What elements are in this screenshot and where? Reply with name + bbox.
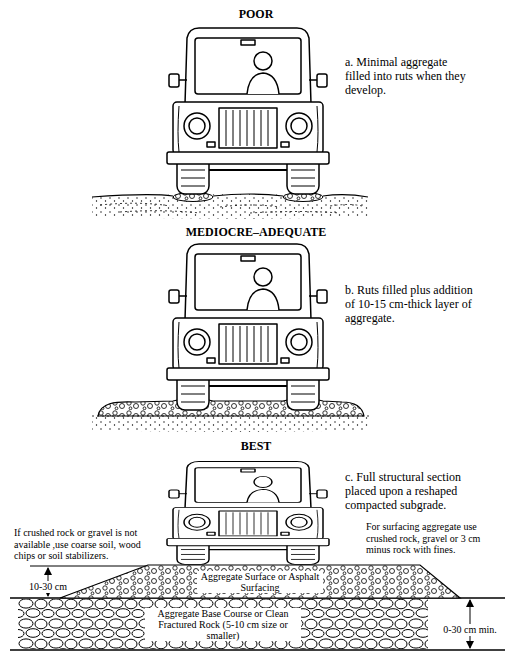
mediocre-road [92, 398, 370, 432]
label-slot: BEST [156, 436, 356, 454]
side-note: For surfacing aggregate use crushed rock… [366, 521, 506, 556]
layer-shape [18, 599, 428, 649]
section-heading: POOR [239, 7, 274, 21]
label-slot: b. Ruts filled plus addition of 10-15 cm… [345, 283, 479, 325]
layer-text: Aggregate Base Course or Clean Fractured… [145, 608, 301, 641]
label-slot: POOR [156, 4, 356, 22]
vehicle [167, 461, 329, 564]
layer-text: Aggregate Surface or Asphalt Surfacing [197, 571, 323, 593]
vehicle [167, 244, 329, 410]
layer-text-group: Aggregate Surface or Asphalt Surfacing [197, 571, 323, 593]
label-slot: If crushed rock or gravel is not availab… [14, 527, 160, 562]
label-slot: 10-30 cm [18, 576, 78, 594]
label-slot: c. Full structural section placed upon a… [345, 470, 493, 512]
dimension-label: 10-30 cm [27, 581, 69, 593]
label-slot: a. Minimal aggregate filled into ruts wh… [345, 55, 473, 97]
surface-layer: Aggregate Surface or Asphalt Surfacing [60, 565, 460, 598]
label-slot: 0-30 cm min. [432, 619, 508, 637]
side-note: If crushed rock or gravel is not availab… [14, 527, 160, 562]
callout-note: b. Ruts filled plus addition of 10-15 cm… [345, 283, 479, 325]
section-heading: MEDIOCRE–ADEQUATE [186, 225, 326, 239]
layer-text-group: Aggregate Base Course or Clean Fractured… [145, 608, 301, 641]
callout-note: a. Minimal aggregate filled into ruts wh… [345, 55, 473, 97]
base-course-layer: Aggregate Base Course or Clean Fractured… [18, 598, 428, 650]
layer-shape [60, 565, 460, 598]
callout-note: c. Full structural section placed upon a… [345, 470, 493, 512]
label-slot: For surfacing aggregate use crushed rock… [366, 521, 506, 556]
section-heading: BEST [241, 439, 272, 453]
label-slot: MEDIOCRE–ADEQUATE [106, 222, 406, 240]
poor-road [92, 193, 368, 220]
road-section-lines [10, 566, 505, 650]
vehicle [167, 28, 329, 194]
dimension-label: 0-30 cm min. [441, 624, 499, 636]
